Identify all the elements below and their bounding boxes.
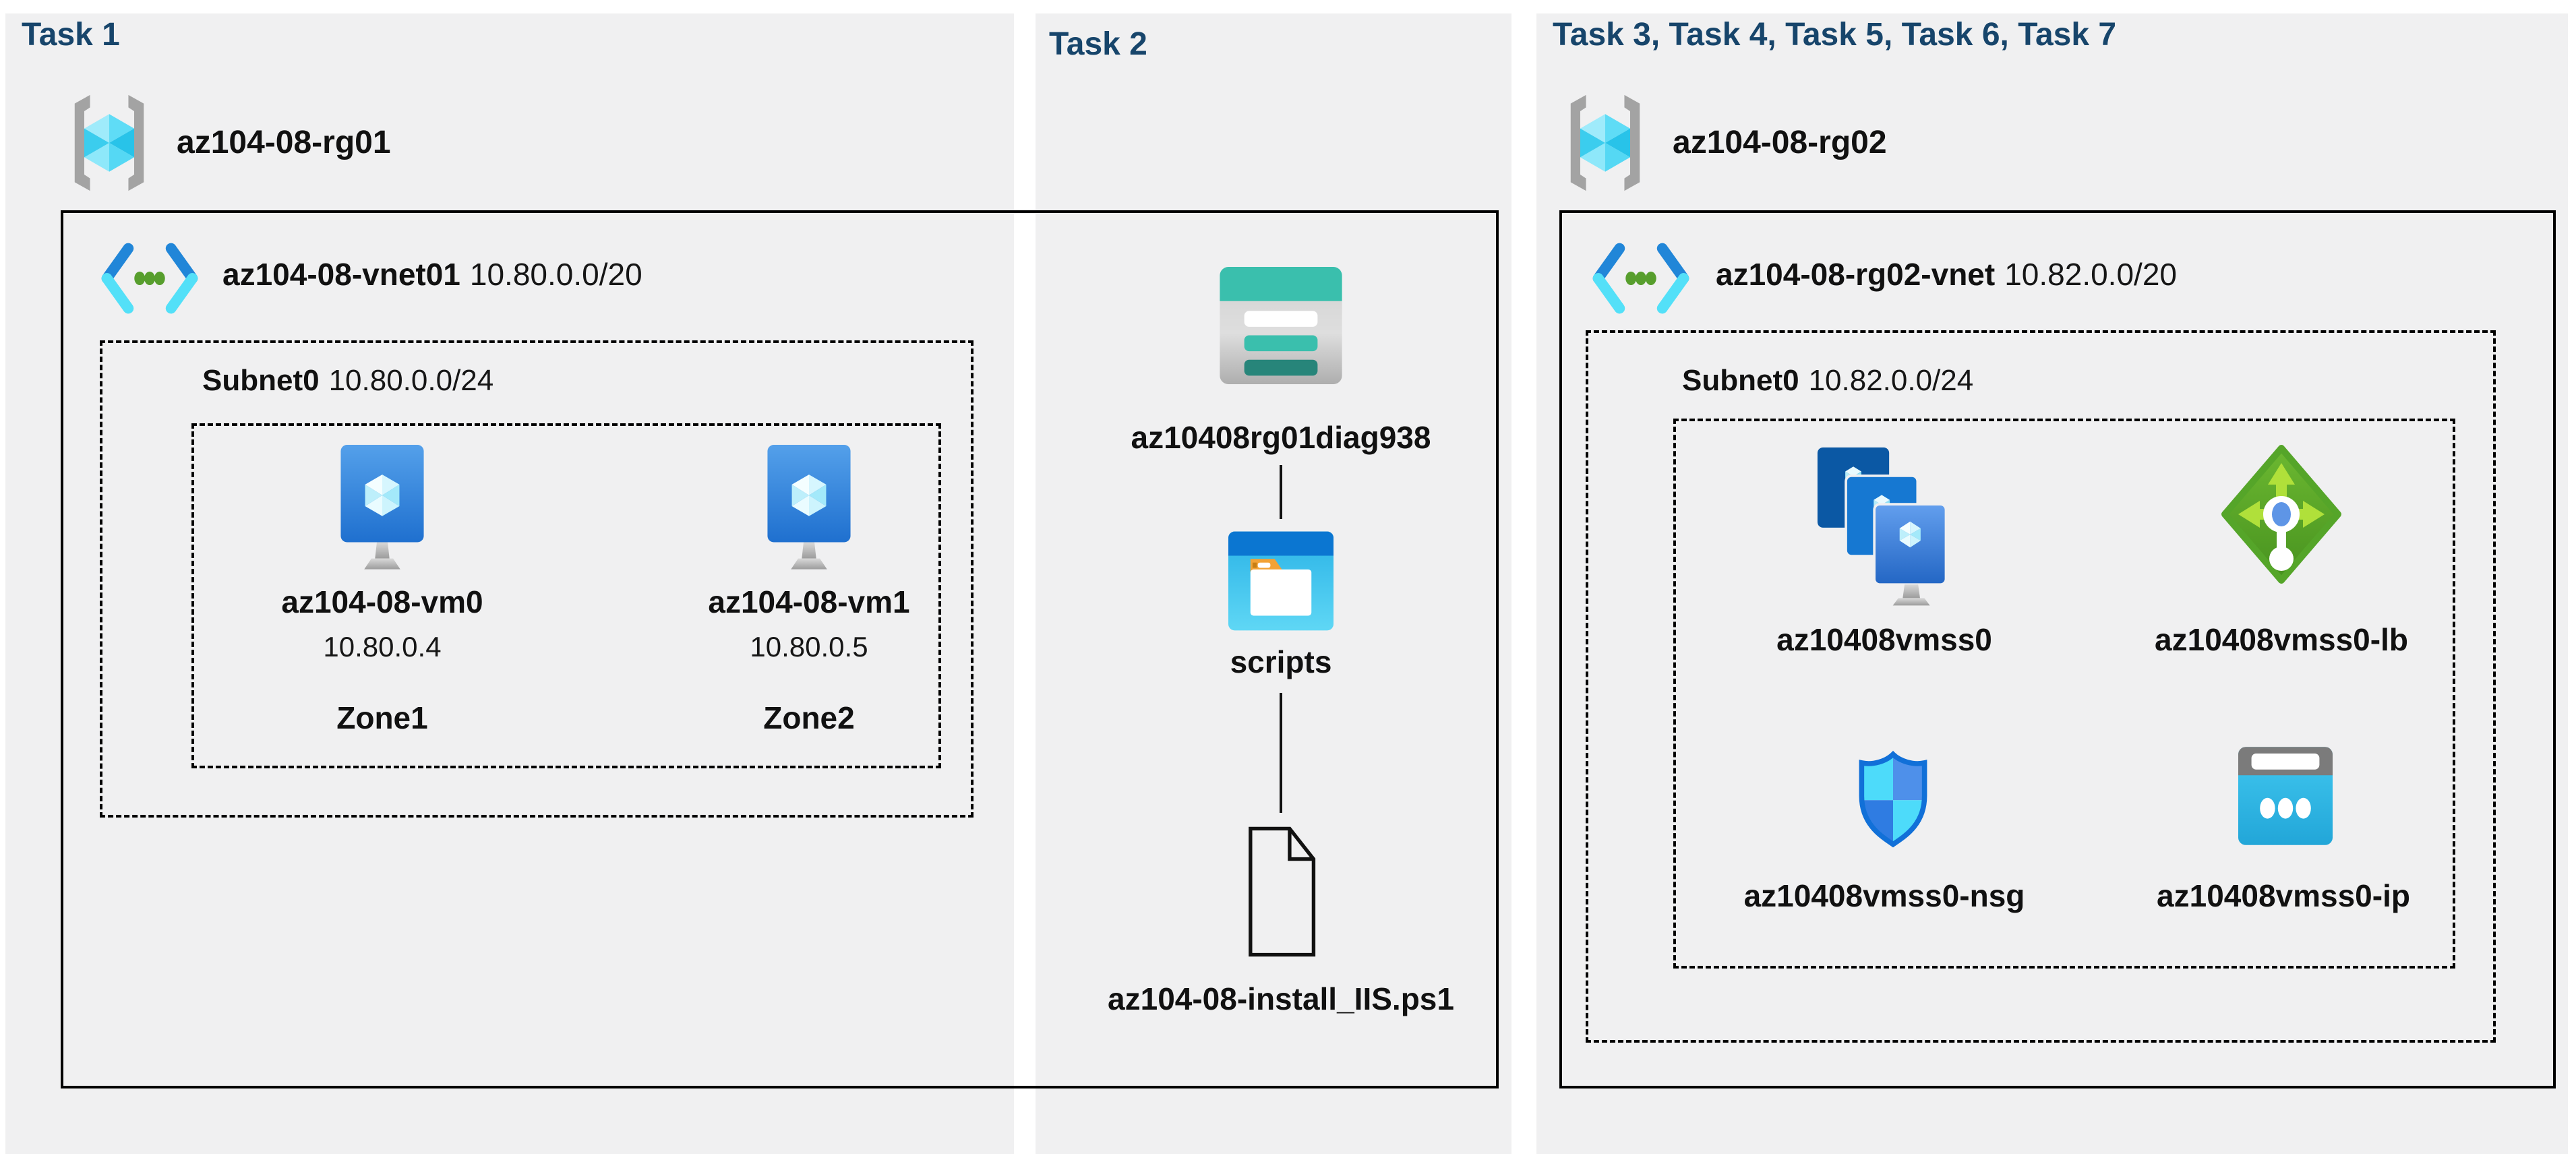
resource-group-icon [65,93,154,193]
public-ip-label: az10408vmss0-ip [2157,878,2410,913]
connector-storage-scripts [1280,465,1282,519]
subnet3-label: Subnet0 10.82.0.0/24 [1682,364,1973,398]
vnet1-name: az104-08-vnet01 [222,257,460,292]
vmss-resource-box [1673,419,2455,969]
load-balancer-icon [2221,443,2342,588]
vnet3-box [1559,210,2556,1088]
vm-scale-set-icon [1811,446,1955,608]
subnet1-box [100,340,974,818]
subnet1-name: Subnet0 [202,364,320,397]
vnet1-box [61,210,1499,1088]
vm0-zone: Zone1 [336,700,428,735]
vnet3-name: az104-08-rg02-vnet [1716,257,1996,292]
network-security-group-icon [1851,741,1936,857]
task3-resource-group-name: az104-08-rg02 [1673,125,1887,160]
subnet3-box [1586,330,2496,1043]
subnet1-cidr: 10.80.0.0/24 [328,364,494,397]
public-ip-icon [2238,743,2333,849]
task3-panel [1536,13,2568,1154]
subnet3-cidr: 10.82.0.0/24 [1808,364,1974,397]
lb-label: az10408vmss0-lb [2155,622,2408,657]
nsg-label: az10408vmss0-nsg [1743,878,2025,913]
subnet3-name: Subnet0 [1682,364,1799,397]
vnet1-cidr: 10.80.0.0/20 [469,257,642,292]
vm1-zone: Zone2 [763,700,855,735]
install-iis-file-label: az104-08-install_IIS.ps1 [1108,981,1454,1016]
vm1-ip: 10.80.0.5 [750,631,868,663]
file-icon [1245,825,1317,958]
storage-account-icon [1220,267,1342,384]
task1-resource-group-name: az104-08-rg01 [177,125,391,160]
connector-scripts-file [1280,693,1282,813]
vmss-label: az10408vmss0 [1776,622,1992,657]
virtual-machine-icon [764,445,854,573]
storage-account-label: az10408rg01diag938 [1131,420,1431,455]
vm-zone-box [191,423,941,768]
vm1-name: az104-08-vm1 [708,584,910,619]
vm0-ip: 10.80.0.4 [323,631,442,663]
vnet1-label: az104-08-vnet01 10.80.0.0/20 [222,256,642,293]
task1-panel [5,13,1014,1154]
task2-header: Task 2 [1049,26,1147,62]
virtual-network-icon [1591,241,1691,315]
virtual-machine-icon [337,445,427,573]
folder-icon [1228,531,1334,631]
task3-header: Task 3, Task 4, Task 5, Task 6, Task 7 [1553,17,2117,53]
resource-group-icon [1561,93,1650,193]
vnet3-cidr: 10.82.0.0/20 [2004,257,2177,292]
scripts-folder-label: scripts [1230,644,1332,679]
vm0-name: az104-08-vm0 [281,584,483,619]
virtual-network-icon [100,241,200,315]
task1-header: Task 1 [22,17,120,53]
